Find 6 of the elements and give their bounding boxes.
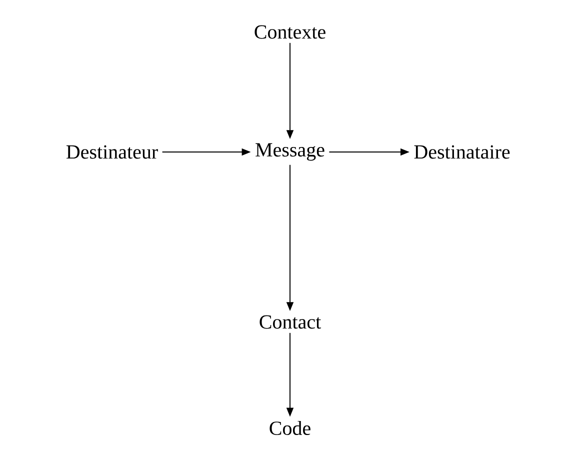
label-text: Contact <box>260 315 321 329</box>
label-text: Code <box>270 420 310 436</box>
label-text: Contexte <box>254 25 326 39</box>
label-text: Message <box>256 143 324 161</box>
label-text: Destinataire <box>414 145 510 159</box>
label-text: Destinateur <box>66 145 158 159</box>
